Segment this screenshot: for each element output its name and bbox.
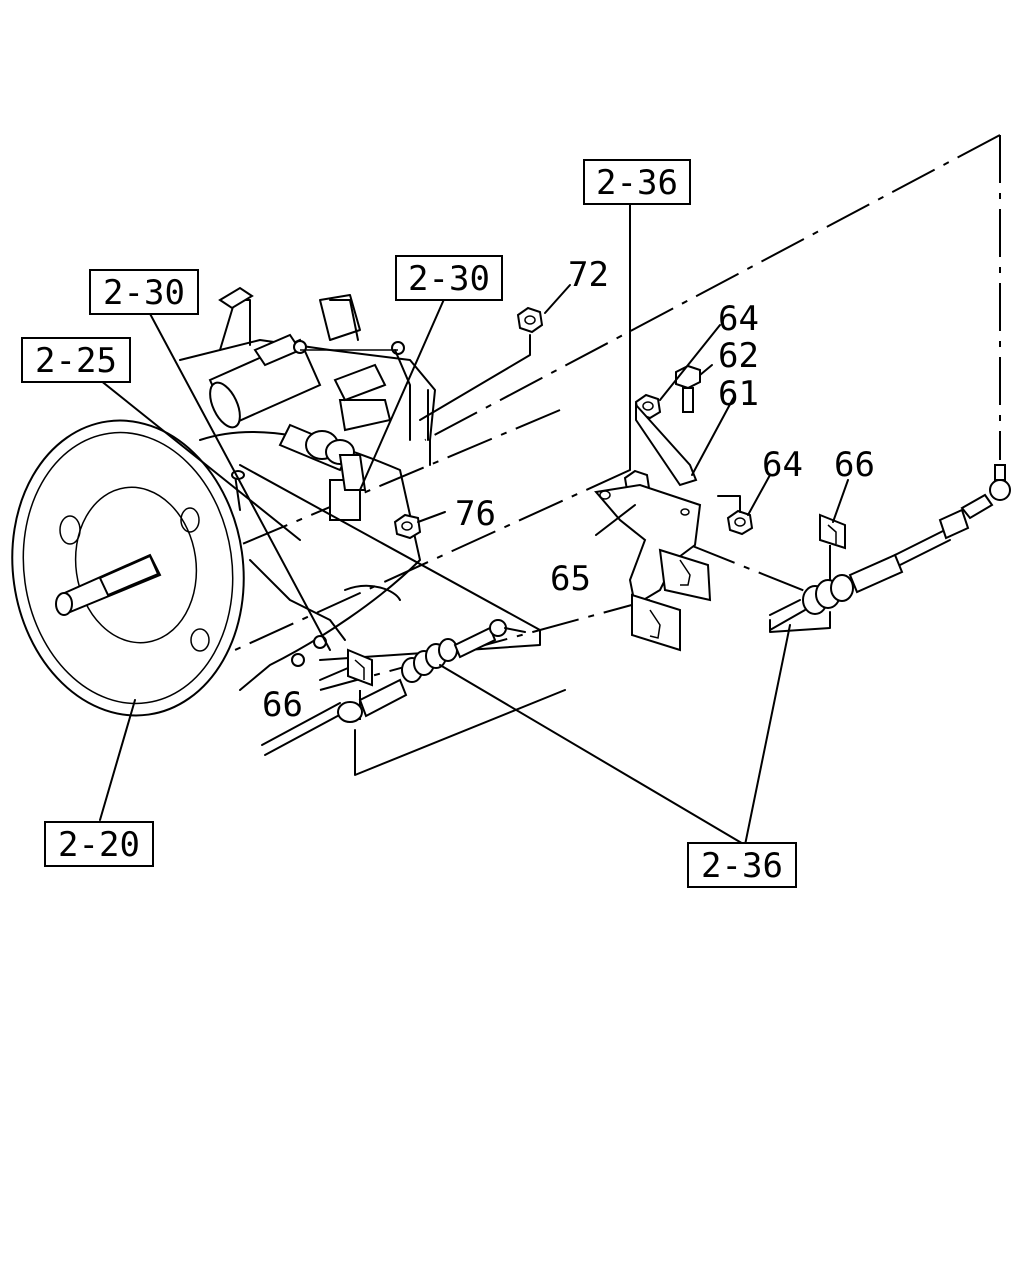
ref-2-30-mid: 2-30 bbox=[395, 255, 503, 301]
bracket-61 bbox=[635, 402, 698, 487]
ref-2-25: 2-25 bbox=[21, 337, 131, 383]
part-76: 76 bbox=[455, 494, 496, 534]
bracket-65 bbox=[594, 483, 712, 652]
part-numbers: 72 64 62 61 64 66 76 65 66 bbox=[262, 255, 875, 725]
nut-64-right-icon bbox=[717, 495, 754, 536]
bolt-62-icon bbox=[675, 364, 701, 413]
svg-text:2-30: 2-30 bbox=[103, 273, 185, 313]
clip-66-right-icon bbox=[819, 513, 846, 550]
part-66-left: 66 bbox=[262, 685, 303, 725]
part-72: 72 bbox=[568, 255, 609, 295]
cable-left bbox=[261, 619, 566, 776]
svg-text:2-20: 2-20 bbox=[58, 825, 140, 865]
part-64-right: 64 bbox=[762, 445, 803, 485]
fasteners bbox=[393, 306, 754, 540]
clip-66-left-icon bbox=[347, 648, 373, 687]
cable-right bbox=[769, 464, 1011, 633]
ref-2-36-bottom: 2-36 bbox=[687, 842, 797, 888]
part-62: 62 bbox=[718, 336, 759, 376]
ref-2-36-top: 2-36 bbox=[583, 159, 691, 205]
svg-text:2-30: 2-30 bbox=[408, 259, 490, 299]
svg-text:2-36: 2-36 bbox=[701, 846, 783, 886]
part-64-top: 64 bbox=[718, 299, 759, 339]
ref-2-20: 2-20 bbox=[44, 821, 154, 867]
nut-76-icon bbox=[393, 513, 422, 540]
ref-2-30-left: 2-30 bbox=[89, 269, 199, 315]
part-65: 65 bbox=[550, 559, 591, 599]
part-66-right: 66 bbox=[834, 445, 875, 485]
svg-text:2-25: 2-25 bbox=[35, 341, 117, 381]
leader-lines bbox=[99, 204, 849, 846]
transmission-assembly bbox=[11, 286, 541, 717]
nut-72-icon bbox=[419, 306, 544, 421]
part-61: 61 bbox=[718, 374, 759, 414]
svg-text:2-36: 2-36 bbox=[596, 163, 678, 203]
